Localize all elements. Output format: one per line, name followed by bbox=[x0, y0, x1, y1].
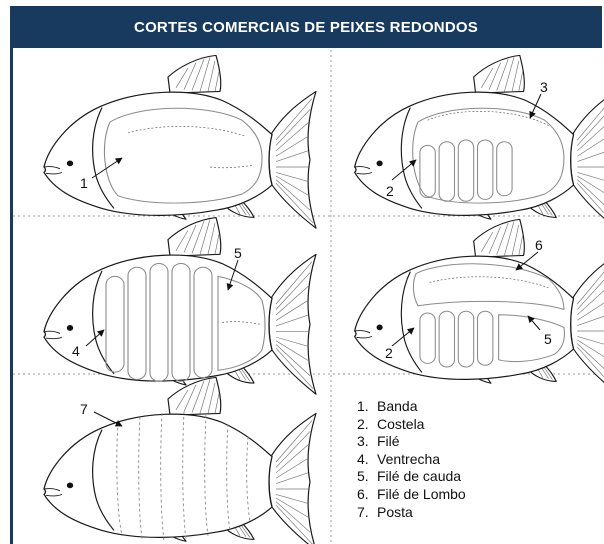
panel-ventrecha-cauda bbox=[44, 218, 316, 395]
callout-3: 3 bbox=[540, 79, 548, 95]
callout-6: 6 bbox=[535, 237, 543, 253]
cuts-legend: 1.Banda 2.Costela 3.Filé 4.Ventrecha 5.F… bbox=[357, 398, 466, 521]
legend-item-ventrecha: 4.Ventrecha bbox=[357, 451, 466, 469]
callout-2b: 2 bbox=[385, 345, 393, 361]
legend-item-file: 3.Filé bbox=[357, 433, 466, 451]
callout-2: 2 bbox=[386, 183, 394, 199]
callout-5: 5 bbox=[234, 245, 242, 261]
callout-5b: 5 bbox=[544, 331, 552, 347]
legend-item-file-de-cauda: 5.Filé de cauda bbox=[357, 468, 466, 486]
panel-lombo bbox=[355, 219, 604, 392]
callout-4: 4 bbox=[72, 343, 80, 359]
legend-item-banda: 1.Banda bbox=[357, 398, 466, 416]
panel-banda bbox=[44, 55, 316, 228]
callout-1: 1 bbox=[80, 175, 88, 191]
legend-item-posta: 7.Posta bbox=[357, 504, 466, 522]
legend-item-file-de-lombo: 6.Filé de Lombo bbox=[357, 486, 466, 504]
legend-item-costela: 2.Costela bbox=[357, 416, 466, 434]
callout-7: 7 bbox=[80, 401, 88, 417]
panel-costela-file bbox=[355, 55, 604, 228]
